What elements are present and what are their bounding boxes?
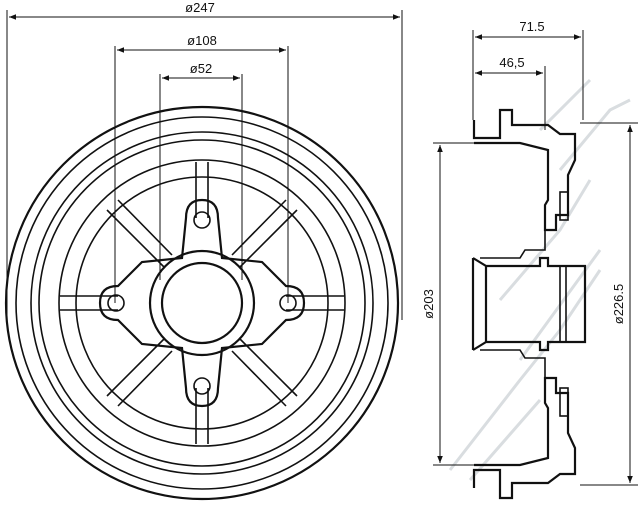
drum-section-lower xyxy=(472,376,577,500)
inner-dia-label: ø203 xyxy=(421,289,436,319)
side-view: 71.5 46,5 ø203 ø226.5 xyxy=(421,19,638,500)
watermark-logo xyxy=(448,78,631,481)
drum-rim-ring xyxy=(15,116,389,490)
drum-ribs xyxy=(60,162,344,444)
bolt-hole-top xyxy=(193,211,211,229)
web-ring-outer xyxy=(58,159,346,447)
adjuster-detail-bottom xyxy=(559,387,569,417)
braking-surface-outer xyxy=(30,131,374,475)
outer-diameter-label: ø247 xyxy=(185,0,215,15)
hub-flange xyxy=(98,198,306,408)
bolt-hole-right xyxy=(279,294,297,312)
hub-collar xyxy=(148,249,256,357)
braking-surface-inner xyxy=(38,139,366,467)
outer-dia-label: ø226.5 xyxy=(611,284,626,324)
drum-section-upper xyxy=(472,108,577,232)
web-upper xyxy=(480,230,546,259)
web-lower xyxy=(480,349,546,378)
bolt-hole-left xyxy=(107,294,125,312)
hub-barrel xyxy=(471,256,587,352)
adjuster-detail-top xyxy=(559,191,569,221)
center-bore xyxy=(160,261,244,345)
hub-width-label: 46,5 xyxy=(499,55,524,70)
total-width-label: 71.5 xyxy=(519,19,544,34)
drum-outer-rim xyxy=(4,105,400,501)
pcd-diameter-label: ø108 xyxy=(187,33,217,48)
bore-diameter-label: ø52 xyxy=(190,61,212,76)
web-ring-inner xyxy=(75,176,329,430)
front-view: ø247 ø108 ø52 xyxy=(4,0,403,501)
bolt-hole-bottom xyxy=(193,377,211,395)
